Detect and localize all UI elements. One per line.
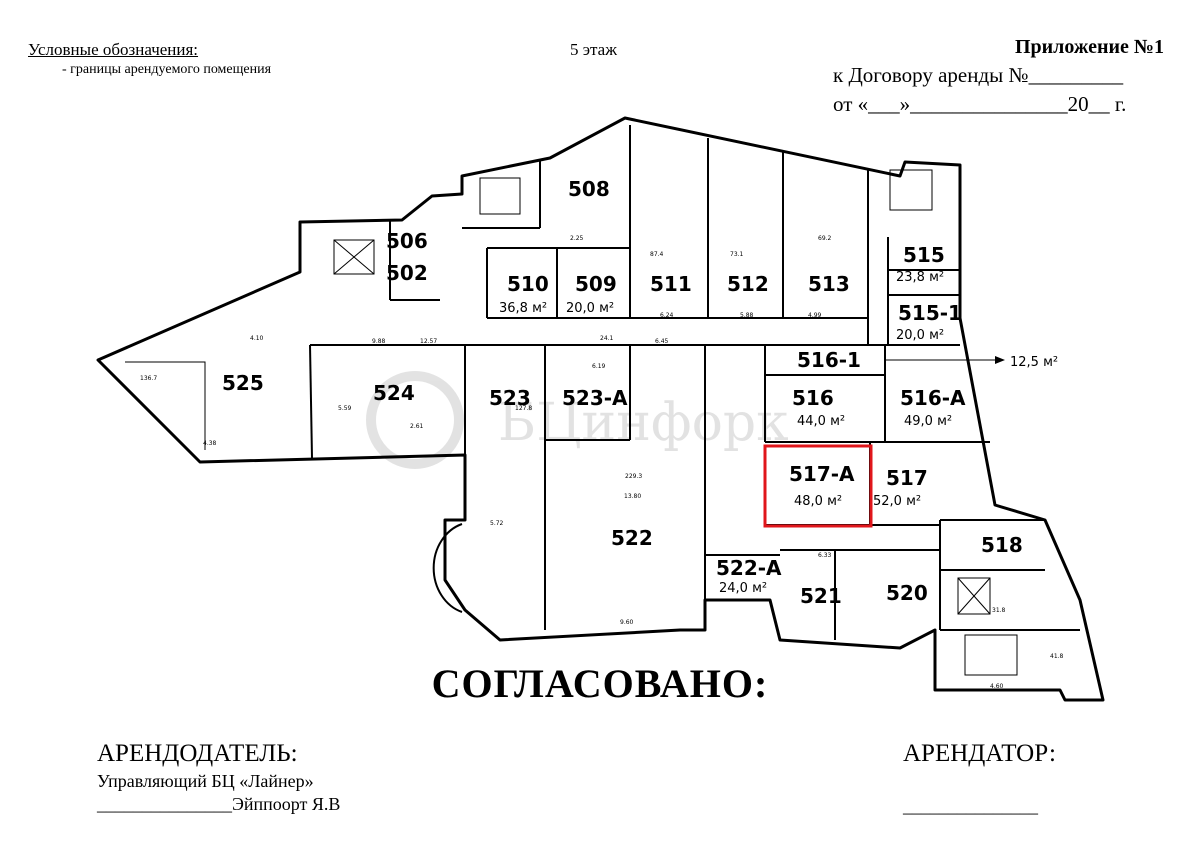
legend-item: - границы арендуемого помещения bbox=[62, 62, 272, 77]
svg-text:5.88: 5.88 bbox=[740, 312, 754, 319]
room-label-515-1: 515-1 bbox=[898, 301, 962, 325]
room-label-512: 512 bbox=[727, 272, 769, 296]
room-area-516-a: 49,0 м² bbox=[904, 414, 952, 429]
appendix-title: Приложение №1 bbox=[1014, 36, 1164, 58]
room-area-522-a: 24,0 м² bbox=[719, 581, 767, 596]
room-area-510: 36,8 м² bbox=[499, 301, 547, 316]
room-label-509: 509 bbox=[575, 272, 617, 296]
svg-text:4.60: 4.60 bbox=[990, 683, 1004, 690]
svg-text:6.33: 6.33 bbox=[818, 552, 832, 559]
landlord-signature-line: _______________Эйппоорт Я.В bbox=[97, 794, 341, 814]
svg-text:229.3: 229.3 bbox=[625, 473, 642, 480]
room-label-518: 518 bbox=[981, 533, 1023, 557]
svg-text:6.19: 6.19 bbox=[592, 363, 606, 370]
outer-walls bbox=[96, 116, 1105, 702]
svg-text:136.7: 136.7 bbox=[140, 375, 157, 382]
room-label-522-a: 522-А bbox=[716, 556, 782, 580]
svg-text:41.8: 41.8 bbox=[1050, 653, 1064, 660]
room-area-515-1: 20,0 м² bbox=[896, 328, 944, 343]
room-label-517: 517 bbox=[886, 466, 928, 490]
room-area-516: 44,0 м² bbox=[797, 414, 845, 429]
room-label-521: 521 bbox=[800, 584, 842, 608]
landlord-heading: АРЕНДОДАТЕЛЬ: bbox=[97, 740, 298, 767]
svg-text:5.72: 5.72 bbox=[490, 520, 504, 527]
room-label-523-a: 523-А bbox=[562, 386, 628, 410]
room-label-506: 506 bbox=[386, 229, 428, 253]
svg-text:9.60: 9.60 bbox=[620, 619, 634, 626]
svg-text:69.2: 69.2 bbox=[818, 235, 832, 242]
room-label-516-1: 516-1 bbox=[797, 348, 861, 372]
room-label-517-a: 517-А bbox=[789, 462, 855, 486]
svg-text:2.25: 2.25 bbox=[570, 235, 584, 242]
room-label-516-a: 516-А bbox=[900, 386, 966, 410]
room-label-515: 515 bbox=[903, 243, 945, 267]
svg-text:2.61: 2.61 bbox=[410, 423, 424, 430]
dimension-marks: 12.57 9.88 6.45 24.1 6.19 13.80 229.3 4.… bbox=[140, 235, 1064, 690]
room-label-524: 524 bbox=[373, 381, 415, 405]
room-label-511: 511 bbox=[650, 272, 692, 296]
appendix-date-line: от «___»_______________20__ г. bbox=[833, 92, 1127, 116]
svg-text:9.88: 9.88 bbox=[372, 338, 386, 345]
svg-text:5.59: 5.59 bbox=[338, 405, 352, 412]
room-label-516: 516 bbox=[792, 386, 834, 410]
floor-label: 5 этаж bbox=[570, 40, 617, 59]
room-label-523: 523 bbox=[489, 386, 531, 410]
room-area-515: 23,8 м² bbox=[896, 270, 944, 285]
watermark: БЦинфорк bbox=[366, 371, 789, 469]
tenant-heading: АРЕНДАТОР: bbox=[903, 740, 1056, 767]
room-area-517-a: 48,0 м² bbox=[794, 494, 842, 509]
room-label-525: 525 bbox=[222, 371, 264, 395]
room-label-520: 520 bbox=[886, 581, 928, 605]
landlord-position: Управляющий БЦ «Лайнер» bbox=[97, 771, 314, 791]
watermark-text: БЦинфорк bbox=[498, 393, 789, 453]
room-label-522: 522 bbox=[611, 526, 653, 550]
svg-text:4.99: 4.99 bbox=[808, 312, 822, 319]
room-area-509: 20,0 м² bbox=[566, 301, 614, 316]
room-label-502: 502 bbox=[386, 261, 428, 285]
room-area-516-1: 12,5 м² bbox=[1010, 355, 1058, 370]
svg-text:13.80: 13.80 bbox=[624, 493, 641, 500]
arrow-516-1 bbox=[885, 356, 1005, 364]
legend-title: Условные обозначения: bbox=[28, 40, 199, 59]
svg-text:87.4: 87.4 bbox=[650, 251, 664, 258]
svg-text:4.38: 4.38 bbox=[203, 440, 217, 447]
leased-premises-boundary bbox=[763, 444, 873, 528]
room-label-513: 513 bbox=[808, 272, 850, 296]
room-label-510: 510 bbox=[507, 272, 549, 296]
interior-walls bbox=[309, 125, 1080, 640]
svg-text:31.8: 31.8 bbox=[992, 607, 1006, 614]
room-area-517: 52,0 м² bbox=[873, 494, 921, 509]
svg-text:127.8: 127.8 bbox=[515, 405, 532, 412]
svg-text:6.45: 6.45 bbox=[655, 338, 669, 345]
tenant-signature-line: _______________ bbox=[903, 796, 1038, 816]
svg-text:4.10: 4.10 bbox=[250, 335, 264, 342]
rotunda-wall bbox=[432, 523, 463, 613]
room-label-508: 508 bbox=[568, 177, 610, 201]
svg-text:24.1: 24.1 bbox=[600, 335, 614, 342]
balcony-edge bbox=[125, 361, 206, 450]
agreed-heading: СОГЛАСОВАНО: bbox=[431, 661, 769, 706]
svg-text:6.24: 6.24 bbox=[660, 312, 674, 319]
svg-text:12.57: 12.57 bbox=[420, 338, 437, 345]
stairwells bbox=[333, 169, 1018, 676]
svg-text:73.1: 73.1 bbox=[730, 251, 744, 258]
appendix-contract-line: к Договору аренды №_________ bbox=[833, 63, 1124, 87]
